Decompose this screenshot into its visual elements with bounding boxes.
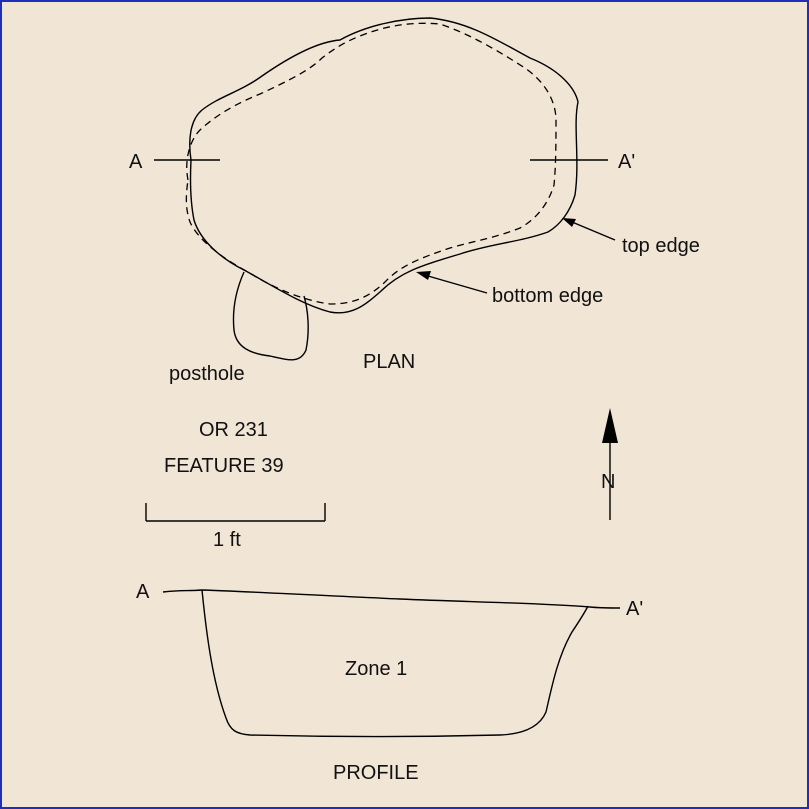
plan-bottom-edge-outline [185, 22, 557, 305]
profile-title: PROFILE [333, 762, 419, 784]
bottom-edge-leader [427, 275, 488, 294]
profile-zone-label: Zone 1 [345, 658, 407, 680]
top-edge-arrowhead [562, 218, 576, 227]
posthole-outline [232, 271, 309, 361]
profile-pit-outline [201, 589, 589, 738]
scale-bar-label: 1 ft [213, 529, 241, 551]
north-arrow-label: N [601, 471, 615, 493]
profile-view: A A' Zone 1 PROFILE [136, 581, 643, 784]
bottom-edge-arrowhead [416, 271, 431, 280]
top-edge-leader [571, 221, 616, 241]
bottom-edge-label: bottom edge [492, 285, 603, 307]
feature-number: FEATURE 39 [164, 455, 284, 477]
plan-title: PLAN [363, 351, 415, 373]
profile-surface-line [162, 589, 621, 609]
north-arrow-head [602, 408, 618, 443]
profile-section-start-label: A [136, 581, 150, 603]
north-arrow: N [601, 408, 618, 520]
profile-section-end-label: A' [626, 598, 643, 620]
site-number: OR 231 [199, 419, 268, 441]
scale-bar: 1 ft [145, 503, 326, 551]
posthole-label: posthole [169, 363, 245, 385]
plan-view: A A' top edge bottom edge posthole PLAN [129, 17, 700, 385]
plan-section-start-label: A [129, 151, 143, 173]
site-info: OR 231 FEATURE 39 [164, 419, 284, 477]
top-edge-label: top edge [622, 235, 700, 257]
plan-top-edge-outline [189, 17, 579, 314]
plan-section-end-label: A' [618, 151, 635, 173]
